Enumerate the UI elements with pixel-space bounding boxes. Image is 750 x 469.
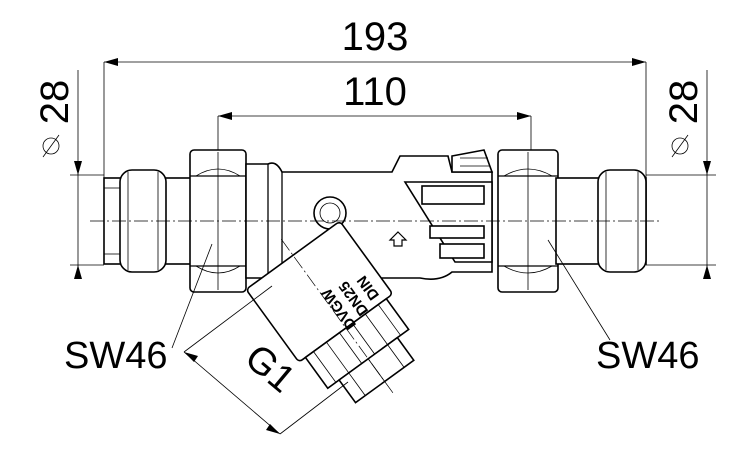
right-diameter-value: 28 [662, 80, 706, 125]
right-wrench-size-label: SW46 [596, 335, 699, 377]
flow-arrow-icon [388, 231, 408, 247]
dimension-face-to-face: 110 [217, 70, 532, 150]
left-wrench-size-label: SW46 [64, 335, 167, 377]
face-to-face-value: 110 [343, 70, 407, 114]
leader-right [547, 239, 611, 341]
dimension-overall-length: 193 [103, 15, 647, 178]
diameter-symbol-icon [671, 137, 689, 155]
left-diameter-value: 28 [33, 80, 77, 125]
strainer-leg [246, 221, 415, 404]
overall-length-value: 193 [342, 15, 409, 59]
diameter-symbol-icon [42, 137, 60, 155]
dimension-right-diameter: 28 [646, 70, 716, 279]
leader-left [171, 243, 213, 349]
dimension-left-diameter: 28 [33, 70, 104, 279]
